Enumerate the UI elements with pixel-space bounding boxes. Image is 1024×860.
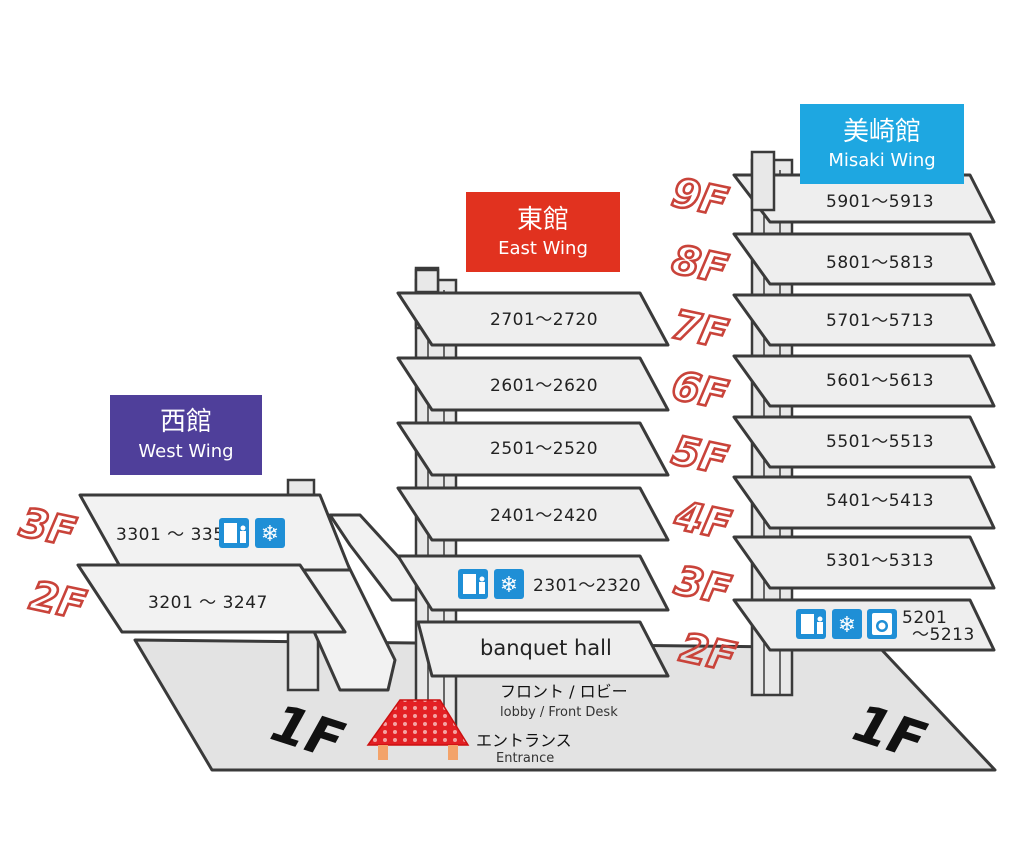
east-wing-title-jp: 東館 — [517, 205, 569, 235]
floor-label-west-3f: 3F — [16, 500, 80, 556]
entrance-roof-icon — [366, 699, 470, 760]
room-range-5501: 5501～5513 — [826, 432, 934, 452]
floor-label-5f: 5F — [668, 428, 732, 484]
floor-label-9f: 9F — [668, 170, 732, 226]
svg-text:❄: ❄ — [500, 573, 518, 598]
entrance-label-en: Entrance — [496, 751, 554, 766]
misaki-3f-slab — [732, 535, 996, 590]
floor-label-6f: 6F — [668, 363, 732, 419]
misaki-8f-slab — [732, 232, 996, 286]
floor-label-7f: 7F — [668, 302, 732, 358]
room-range-5901: 5901～5913 — [826, 192, 934, 212]
room-range-5601: 5601～5613 — [826, 371, 934, 391]
entrance-label-jp: エントランス — [476, 731, 572, 750]
vending-machine-icon — [458, 569, 488, 599]
misaki-4f-slab — [732, 475, 996, 530]
floor-label-4f: 4F — [670, 493, 734, 550]
room-range-2401: 2401～2420 — [490, 506, 598, 526]
east-7f-slab — [396, 291, 670, 347]
misaki-5f-slab — [732, 415, 996, 469]
room-range-2701: 2701～2720 — [490, 310, 598, 330]
room-range-2301: 2301～2320 — [533, 576, 641, 596]
west-3f-slab — [78, 493, 352, 572]
west-wing: 3301 ～ 3351 3201 ～ 3247 ❄ 3F 2F 西館 West … — [15, 395, 422, 692]
misaki-wing-title-jp: 美崎館 — [843, 117, 921, 147]
ice-machine-icon: ❄ — [832, 609, 862, 639]
lobby-label-jp: フロント / ロビー — [500, 682, 628, 701]
laundry-icon — [867, 609, 897, 639]
misaki-7f-slab — [732, 293, 996, 347]
east-wing: 2701～2720 2601～2620 2501～2520 2401～2420 … — [396, 192, 670, 742]
room-range-2501: 2501～2520 — [490, 439, 598, 459]
room-range-5401: 5401～5413 — [826, 491, 934, 511]
misaki-6f-slab — [732, 354, 996, 408]
floor-label-3f: 3F — [671, 558, 735, 614]
misaki-wing-title-en: Misaki Wing — [828, 150, 935, 171]
room-range-3301: 3301 ～ 3351 — [116, 525, 236, 545]
floor-label-west-2f: 2F — [26, 573, 90, 629]
lobby-label-en: lobby / Front Desk — [500, 705, 618, 720]
room-range-5701: 5701～5713 — [826, 311, 934, 331]
floor-label-8f: 8F — [668, 237, 732, 293]
east-6f-slab — [396, 356, 670, 412]
misaki-wing: 5901～5913 5801～5813 5701～5713 5601～5613 … — [667, 104, 996, 697]
east-4f-slab — [396, 486, 670, 542]
west-wing-title-jp: 西館 — [160, 407, 212, 437]
east-2f-slab — [416, 620, 670, 678]
ice-machine-icon: ❄ — [255, 518, 285, 548]
banquet-hall-label: banquet hall — [480, 636, 612, 660]
east-5f-slab — [396, 421, 670, 477]
vending-machine-icon — [796, 609, 826, 639]
west-wing-badge — [110, 395, 262, 475]
west-2f-slab — [76, 563, 347, 634]
svg-text:❄: ❄ — [838, 613, 856, 638]
room-range-3201: 3201 ～ 3247 — [148, 593, 268, 613]
room-range-5201-start: 5201 — [902, 608, 947, 628]
vending-machine-icon — [219, 518, 249, 548]
ice-machine-icon: ❄ — [494, 569, 524, 599]
east-wing-title-en: East Wing — [498, 238, 588, 259]
west-wing-title-en: West Wing — [138, 441, 233, 462]
misaki-wing-badge — [800, 104, 964, 184]
room-range-5201-end: ～5213 — [912, 625, 975, 645]
east-wing-badge — [466, 192, 620, 272]
room-range-2601: 2601～2620 — [490, 376, 598, 396]
room-range-5801: 5801～5813 — [826, 253, 934, 273]
svg-text:❄: ❄ — [261, 522, 279, 547]
room-range-5301: 5301～5313 — [826, 551, 934, 571]
